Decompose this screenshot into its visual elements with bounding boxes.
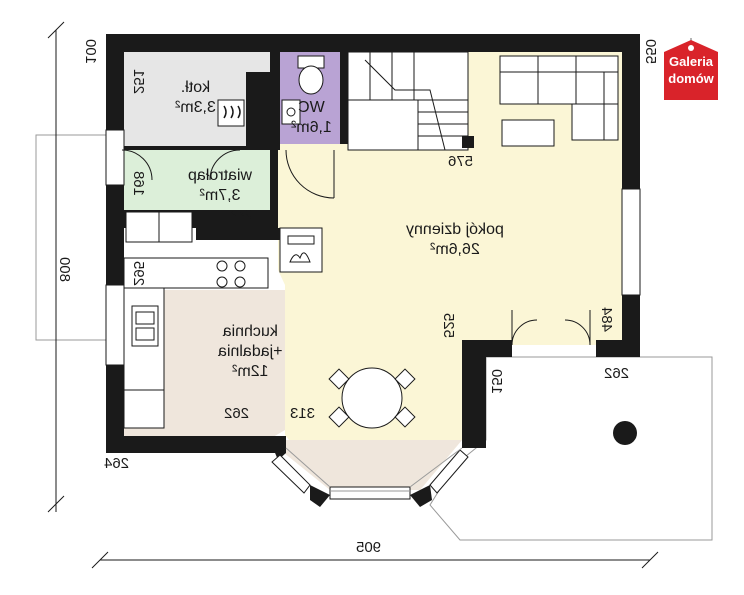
kitchen-name: kuchnia bbox=[222, 323, 278, 340]
hall-name: wiatrołap bbox=[187, 167, 253, 184]
boiler-room-label: kotł. 3,3m² bbox=[150, 78, 240, 118]
windows bbox=[105, 129, 641, 500]
hall-label: wiatrołap 3,7m² bbox=[168, 166, 272, 206]
stairs bbox=[347, 51, 469, 151]
dim-top-left: 100 bbox=[82, 38, 100, 65]
bay-window-lines bbox=[285, 447, 463, 492]
logo-line-2: domów bbox=[668, 71, 714, 86]
dim-terrace: 262 bbox=[604, 365, 630, 382]
porch-outline bbox=[35, 134, 109, 341]
dim-kitchen-height: 295 bbox=[130, 260, 148, 287]
kitchen-area: 12m² bbox=[231, 363, 269, 380]
doors bbox=[121, 149, 591, 346]
living-room-area: 26,6m² bbox=[430, 241, 480, 258]
dim-door-right: 484 bbox=[598, 306, 616, 333]
wc-area: 1,6m² bbox=[290, 119, 332, 136]
fireplace bbox=[279, 227, 323, 273]
hall-area: 3,7m² bbox=[199, 187, 241, 204]
stove bbox=[216, 260, 246, 288]
wc-name: WC bbox=[297, 99, 325, 116]
outer-walls bbox=[106, 34, 640, 507]
dim-bay: 313 bbox=[290, 405, 316, 422]
hall-cabinet bbox=[125, 211, 193, 243]
wc-label: WC 1,6m² bbox=[280, 98, 342, 138]
stair-post bbox=[462, 136, 474, 148]
wc-fixtures bbox=[281, 55, 325, 125]
dim-stairs: 576 bbox=[448, 153, 474, 170]
dimension-lines bbox=[47, 21, 659, 569]
terrace-post bbox=[613, 421, 637, 445]
dim-total-height: 800 bbox=[56, 256, 74, 283]
dim-kitchen-width: 262 bbox=[224, 405, 250, 422]
living-room-label: pokój dzienny 26,6m² bbox=[380, 220, 530, 260]
dim-living-height: 525 bbox=[440, 312, 458, 339]
coffee-table bbox=[501, 119, 555, 147]
dim-bottom-left: 264 bbox=[104, 455, 130, 472]
dim-bay-step: 150 bbox=[488, 368, 506, 395]
bay-fill bbox=[268, 440, 462, 490]
kitchen-name-2: +jadalnia bbox=[217, 343, 283, 360]
logo-line-1: Galeria bbox=[668, 54, 714, 69]
kitchen-label: kuchnia +jadalnia 12m² bbox=[200, 322, 300, 382]
boiler bbox=[217, 99, 245, 127]
sofa bbox=[499, 55, 619, 141]
dim-total-width: 905 bbox=[356, 539, 382, 556]
dim-hall-height: 168 bbox=[130, 170, 148, 197]
dim-hall-width: 244 bbox=[228, 207, 254, 224]
dining-set bbox=[328, 367, 416, 429]
living-room-name: pokój dzienny bbox=[406, 221, 504, 238]
galeria-domow-logo: Galeria domów bbox=[662, 38, 720, 102]
boiler-room-name: kotł. bbox=[180, 79, 210, 96]
logo-tag-icon bbox=[664, 38, 718, 100]
dim-boiler-height: 251 bbox=[130, 68, 148, 95]
dim-top-right: 550 bbox=[642, 38, 660, 65]
boiler-room-area: 3,3m² bbox=[174, 99, 216, 116]
